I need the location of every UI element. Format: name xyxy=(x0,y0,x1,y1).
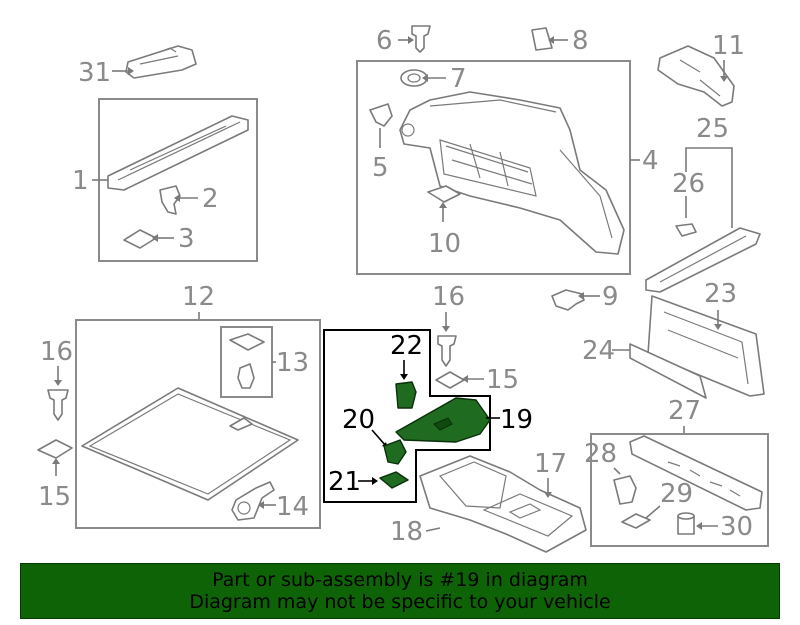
info-banner: Part or sub-assembly is #19 in diagram D… xyxy=(20,563,780,619)
part-7-grommet xyxy=(400,69,428,87)
part-18-tray xyxy=(419,455,587,553)
part-16-pin-center xyxy=(437,335,457,367)
callout-8: 8 xyxy=(572,26,589,56)
callout-20: 20 xyxy=(342,405,375,435)
part-9-push-pin xyxy=(551,289,585,311)
callout-5: 5 xyxy=(372,153,389,183)
part-15-pad-left xyxy=(37,439,73,459)
callout-13: 13 xyxy=(276,348,309,378)
part-2-clip xyxy=(159,185,181,215)
part-5-clip xyxy=(369,103,393,127)
part-23-scuff-plate xyxy=(647,295,765,397)
part-28-clip xyxy=(613,475,637,505)
callout-23: 23 xyxy=(704,279,737,309)
callout-6: 6 xyxy=(376,26,393,56)
part-26-clip xyxy=(675,223,697,237)
callout-25: 25 xyxy=(696,114,729,144)
part-30-plug xyxy=(677,512,695,535)
callout-10: 10 xyxy=(428,229,461,259)
callout-16b: 16 xyxy=(432,282,465,312)
part-22-clip xyxy=(395,381,417,409)
part-10-pad xyxy=(427,185,461,203)
banner-line-1: Part or sub-assembly is #19 in diagram xyxy=(212,569,588,591)
part-27-panel xyxy=(629,435,763,511)
callout-1: 1 xyxy=(72,166,89,196)
part-13-fastener xyxy=(229,333,265,389)
callout-29: 29 xyxy=(660,479,693,509)
group-box-4 xyxy=(356,60,631,275)
banner-line-2: Diagram may not be specific to your vehi… xyxy=(189,591,611,613)
part-20-clip xyxy=(383,439,407,465)
part-8-clip xyxy=(531,27,553,51)
callout-24: 24 xyxy=(582,336,615,366)
part-4-quarter-trim xyxy=(399,91,625,255)
part-1-sill-plate xyxy=(107,115,249,191)
highlight-group-box xyxy=(323,329,491,503)
callout-18: 18 xyxy=(390,517,423,547)
callout-30: 30 xyxy=(720,512,753,542)
callout-4: 4 xyxy=(642,146,659,176)
part-16-pin-left xyxy=(47,389,69,421)
callout-16a: 16 xyxy=(40,337,73,367)
part-24-strip xyxy=(629,343,707,399)
parts-diagram: 31 1 2 3 6 8 7 5 xyxy=(37,25,769,553)
part-21-pad xyxy=(379,471,409,489)
callout-11: 11 xyxy=(712,31,745,61)
part-12-load-floor xyxy=(81,387,299,501)
callout-7: 7 xyxy=(450,64,467,94)
callout-14: 14 xyxy=(276,492,309,522)
callout-19: 19 xyxy=(500,405,533,435)
callout-21: 21 xyxy=(328,467,361,497)
callout-2: 2 xyxy=(202,184,219,214)
callout-26: 26 xyxy=(672,169,705,199)
callout-9: 9 xyxy=(602,282,619,312)
part-11-bracket xyxy=(657,45,735,107)
part-19-cover[interactable] xyxy=(395,397,491,443)
group-box-27 xyxy=(590,433,769,547)
part-29-pad xyxy=(621,513,651,529)
callout-3: 3 xyxy=(178,224,195,254)
callout-31: 31 xyxy=(78,58,111,88)
part-14-hook xyxy=(231,481,275,521)
callout-12: 12 xyxy=(182,282,215,312)
callout-15a: 15 xyxy=(38,482,71,512)
group-box-12 xyxy=(75,319,321,529)
callout-22: 22 xyxy=(390,331,423,361)
part-25-rail xyxy=(645,227,761,293)
part-3-pad xyxy=(123,229,157,249)
part-15-pad-center xyxy=(435,371,465,389)
callout-15b: 15 xyxy=(486,365,519,395)
part-6-push-pin xyxy=(411,25,431,53)
callout-28: 28 xyxy=(584,439,617,469)
part-31-lamp xyxy=(112,45,197,79)
callout-17: 17 xyxy=(534,449,567,479)
callout-27: 27 xyxy=(668,396,701,426)
